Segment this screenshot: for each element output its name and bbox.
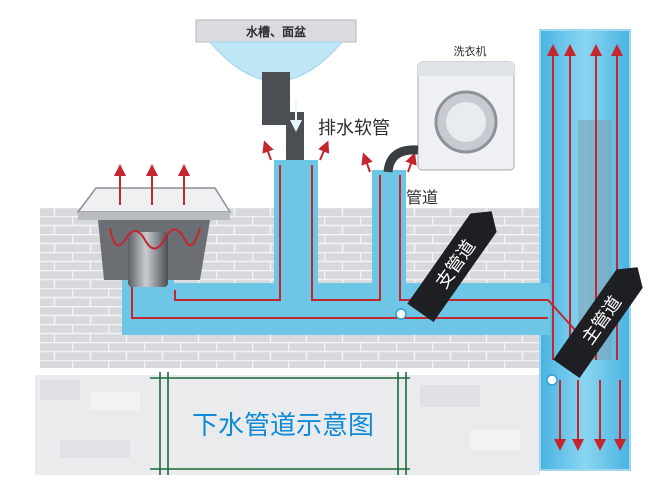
junction-dot-icon bbox=[395, 308, 407, 320]
junction-dot-icon bbox=[546, 374, 558, 386]
washing-machine-label: 洗衣机 bbox=[454, 44, 487, 58]
floor-drain-icon bbox=[76, 164, 232, 287]
title-frame-lines bbox=[150, 372, 410, 475]
branch-flow-lines bbox=[131, 165, 576, 331]
diagram-title: 下水管道示意图 bbox=[192, 411, 374, 441]
drain-hose-label: 排水软管 bbox=[318, 118, 390, 139]
washing-machine-icon bbox=[383, 61, 515, 173]
sink-label: 水槽、面盆 bbox=[246, 24, 307, 39]
flow-arrow-icon bbox=[262, 140, 417, 173]
trunk-pipe bbox=[122, 283, 540, 335]
sink-branch-pipe bbox=[274, 160, 318, 290]
sink-basin-icon bbox=[195, 19, 357, 160]
pipe-label: 管道 bbox=[406, 188, 438, 207]
ground-band bbox=[35, 375, 540, 475]
